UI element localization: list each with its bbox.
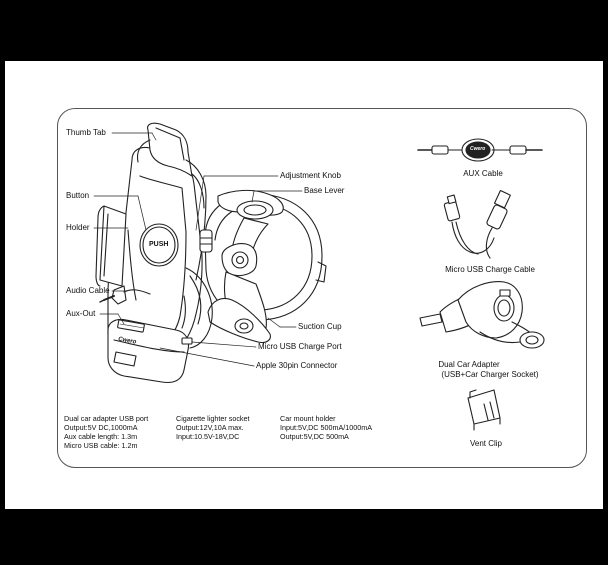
- label-audio-cable: Audio Cable: [66, 286, 110, 295]
- micro-usb-cable-illustration: [443, 189, 511, 259]
- label-micro-usb-port: Micro USB Charge Port: [258, 342, 342, 351]
- label-button: Button: [66, 191, 90, 200]
- car-mount-illustration: [95, 122, 327, 384]
- spec-line: Output:5V DC,1000mA: [64, 423, 138, 432]
- label-thumb-tab: Thumb Tab: [66, 128, 106, 137]
- label-apple-connector: Apple 30pin Connector: [256, 361, 338, 370]
- push-button-text: PUSH: [149, 241, 169, 248]
- aux-cable-illustration: [417, 138, 543, 162]
- vent-clip-illustration: [467, 389, 501, 431]
- thumb-tab-shape: [147, 122, 193, 177]
- spec-line: Dual car adapter USB port: [64, 414, 149, 423]
- reel-logo-text: Cwero: [470, 146, 486, 152]
- adjustment-knob-shape: [221, 243, 258, 277]
- label-vent-clip: Vent Clip: [469, 439, 503, 448]
- spec-line: Input:10.5V-18V,DC: [176, 432, 240, 441]
- spec-column-2: Cigarette lighter socket Output:12V,10A …: [176, 414, 250, 441]
- label-holder: Holder: [66, 223, 90, 232]
- label-dual-adapter-sub: (USB+Car Charger Socket): [441, 370, 539, 379]
- spec-line: Output:5V,DC 500mA: [280, 432, 349, 441]
- dual-car-adapter-illustration: [419, 281, 545, 349]
- spec-line: Aux cable length: 1.3m: [64, 432, 138, 441]
- spec-line: Cigarette lighter socket: [176, 414, 250, 423]
- label-micro-usb-cable: Micro USB Charge Cable: [445, 265, 535, 274]
- label-aux-cable: AUX Cable: [463, 169, 503, 178]
- spec-column-3: Car mount holder Input:5V,DC 500mA/1000m…: [280, 414, 372, 441]
- spec-line: Micro USB cable: 1.2m: [64, 441, 138, 450]
- spec-column-1: Dual car adapter USB port Output:5V DC,1…: [64, 414, 148, 450]
- spec-line: Car mount holder: [280, 414, 336, 423]
- label-base-lever: Base Lever: [304, 186, 345, 195]
- label-aux-out: Aux-Out: [66, 309, 96, 318]
- spec-line: Output:12V,10A max.: [176, 423, 244, 432]
- label-dual-adapter: Dual Car Adapter: [438, 360, 500, 369]
- aux-plug-shape: [111, 285, 127, 305]
- label-adjustment-knob: Adjustment Knob: [280, 171, 341, 180]
- callout-leaders: [93, 132, 303, 367]
- label-suction-cup: Suction Cup: [298, 322, 342, 331]
- push-button-shape: [139, 223, 179, 267]
- spec-line: Input:5V,DC 500mA/1000mA: [280, 423, 373, 432]
